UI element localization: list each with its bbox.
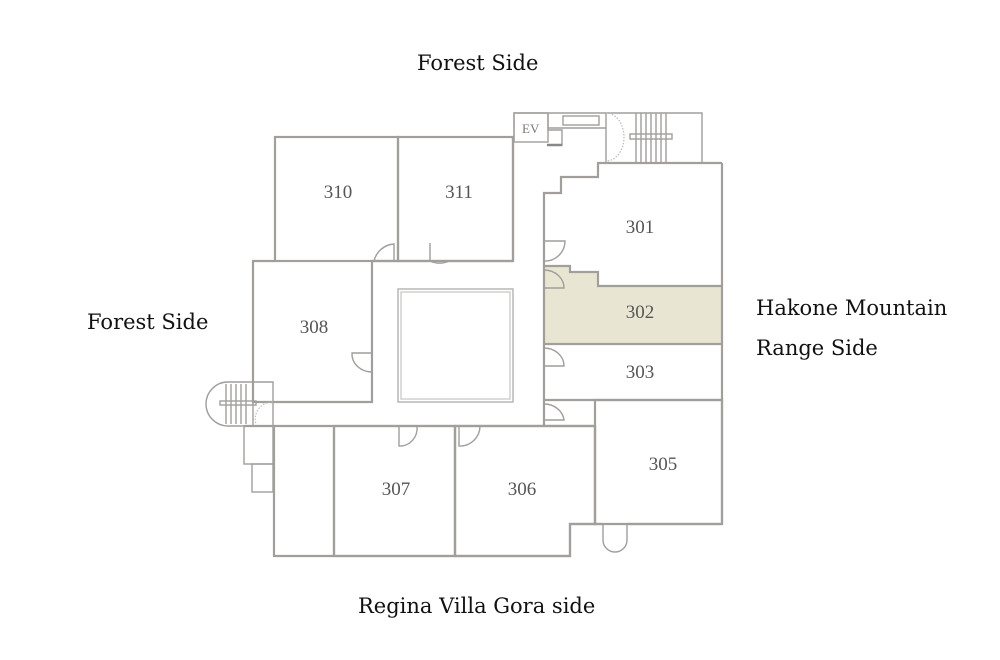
stairs-top-icon bbox=[629, 113, 673, 162]
room-number-301: 301 bbox=[626, 217, 655, 238]
door-305[interactable] bbox=[543, 403, 565, 421]
door-308[interactable] bbox=[351, 352, 373, 373]
room-number-310: 310 bbox=[324, 182, 353, 203]
stair-door-swing bbox=[605, 112, 625, 162]
door-311[interactable] bbox=[429, 243, 450, 264]
stairs-west-icon bbox=[205, 381, 274, 493]
door-302[interactable] bbox=[543, 269, 565, 289]
orientation-label-bottom: Regina Villa Gora side bbox=[358, 594, 596, 618]
handrail bbox=[562, 115, 600, 126]
room-302-highlight[interactable] bbox=[544, 266, 722, 344]
door-303[interactable] bbox=[543, 347, 565, 367]
room-number-311: 311 bbox=[445, 182, 473, 203]
room-number-307: 307 bbox=[382, 479, 411, 500]
door-307[interactable] bbox=[398, 425, 418, 447]
room-305-bay bbox=[602, 524, 628, 553]
room-number-303: 303 bbox=[626, 362, 655, 383]
room-number-306: 306 bbox=[508, 479, 537, 500]
door-301[interactable] bbox=[543, 240, 566, 262]
room-number-302: 302 bbox=[626, 302, 655, 323]
door-306[interactable] bbox=[458, 425, 481, 447]
orientation-label-left: Forest Side bbox=[87, 310, 209, 334]
doors bbox=[351, 240, 566, 447]
room-number-308: 308 bbox=[300, 317, 329, 338]
elevator-stair-block: EV bbox=[513, 112, 703, 162]
atrium-void bbox=[397, 288, 514, 403]
door-310[interactable] bbox=[373, 243, 395, 262]
elevator-label: EV bbox=[522, 121, 540, 136]
orientation-label-right-line2: Range Side bbox=[756, 336, 878, 360]
orientation-label-right-line1: Hakone Mountain bbox=[756, 296, 948, 320]
room-number-305: 305 bbox=[649, 454, 678, 475]
orientation-label-top: Forest Side bbox=[417, 51, 539, 75]
orientation-label-right: Hakone Mountain Range Side bbox=[756, 288, 947, 368]
room-305[interactable] bbox=[593, 398, 724, 526]
room-301-bottom-wall bbox=[544, 264, 722, 288]
